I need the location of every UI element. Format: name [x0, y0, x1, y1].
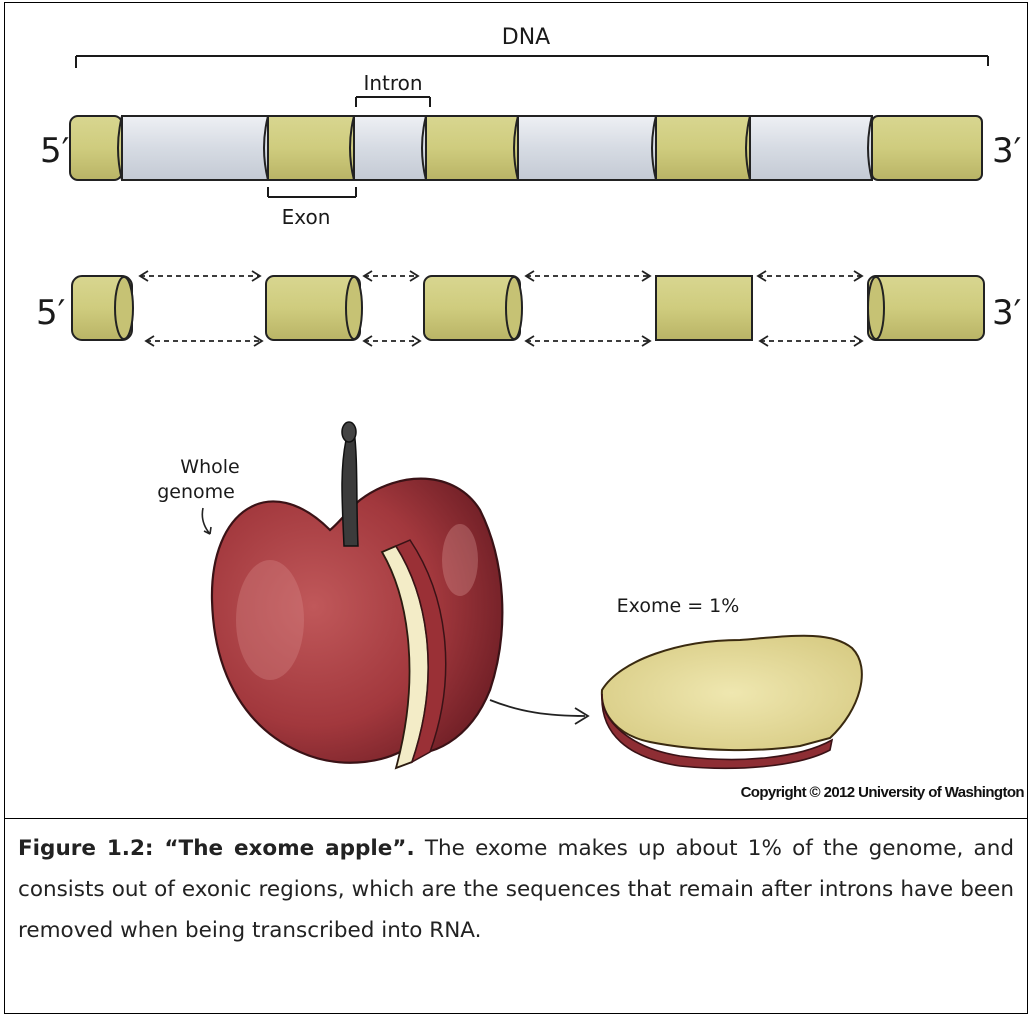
caption-title: Figure 1.2: “The exome apple”.: [18, 836, 415, 861]
whole-genome-label-line2: genome: [157, 481, 235, 503]
exome-diagram: DNA Intron 5′ 3′ Exon: [0, 0, 1032, 818]
intron-segment: [354, 116, 426, 180]
three-prime-label-bottom: 3′: [992, 293, 1021, 333]
five-prime-label-bottom: 5′: [36, 293, 65, 333]
exon-label: Exon: [282, 205, 331, 229]
figure-caption: Figure 1.2: “The exome apple”. The exome…: [18, 828, 1014, 951]
intron-segment: [122, 116, 268, 180]
exons-spliced-row: [72, 276, 984, 340]
genome-pointer-arrow: [202, 508, 211, 534]
intron-segment: [750, 116, 872, 180]
three-prime-label-top: 3′: [992, 131, 1021, 171]
exon-segment: [426, 116, 518, 180]
exon-segment: [872, 116, 982, 180]
apple-illustration: [212, 422, 502, 768]
caption-divider: [4, 818, 1028, 819]
exon-segment: [268, 116, 354, 180]
five-prime-label-top: 5′: [40, 131, 69, 171]
intron-bracket: [356, 97, 430, 107]
apple-to-slice-arrow: [490, 700, 585, 716]
intron-segment: [518, 116, 656, 180]
dna-label: DNA: [502, 25, 550, 50]
exome-label: Exome = 1%: [617, 595, 740, 617]
dna-strand-full: [70, 116, 982, 180]
intron-label: Intron: [363, 71, 422, 95]
whole-genome-label-line1: Whole: [180, 456, 239, 478]
copyright-notice: Copyright © 2012 University of Washingto…: [741, 784, 1024, 801]
exon-bracket: [268, 187, 356, 197]
exon-segment: [656, 276, 752, 340]
apple-slice-illustration: [602, 636, 862, 769]
exon-segment: [868, 276, 984, 340]
exon-segment: [656, 116, 750, 180]
dna-bracket: [76, 56, 988, 68]
exon-segment: [70, 116, 122, 180]
